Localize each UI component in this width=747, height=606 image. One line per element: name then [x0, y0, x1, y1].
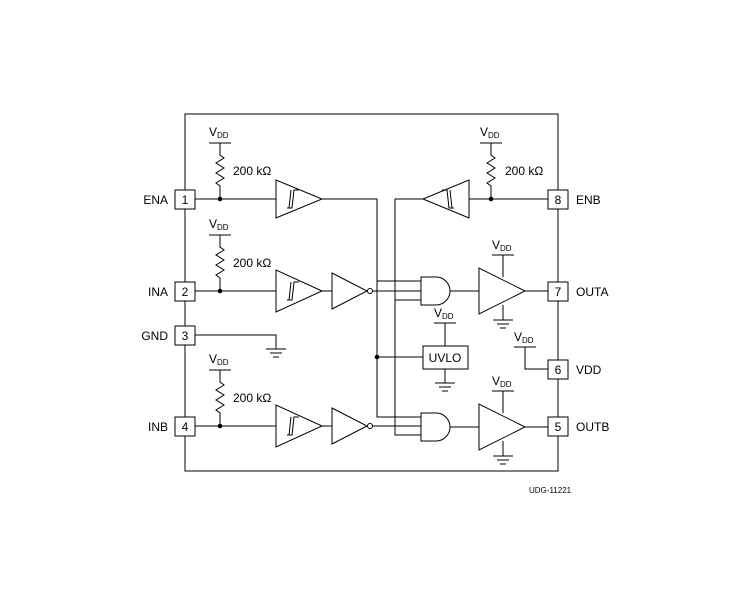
and-gate-b [420, 412, 451, 442]
ena-pullup: VDD 200 kΩ [209, 125, 271, 199]
node-ena [217, 196, 223, 202]
pin-5-number: 5 [555, 420, 562, 434]
node-inb [217, 423, 223, 429]
ground-icon-driver-b [493, 455, 513, 465]
wire-enb-to-and-b [394, 300, 421, 436]
node-uvlo [374, 354, 380, 360]
pin-6-name: VDD [576, 363, 602, 377]
pin-2-number: 2 [182, 285, 189, 299]
pin-7-name: OUTA [576, 285, 608, 299]
pin-3-gnd: 3 GND [141, 325, 196, 346]
uvlo-label: UVLO [429, 351, 462, 365]
enb-pullup: VDD 200 kΩ [480, 125, 543, 199]
node-enb [488, 196, 494, 202]
pin-1-number: 1 [182, 193, 189, 207]
inverter-ina [331, 272, 369, 310]
resistor-enb [486, 143, 496, 199]
pin-4-inb: 4 INB [148, 416, 196, 437]
pin-1-ena: 1 ENA [143, 189, 196, 210]
wire-vdd-pin6 [524, 347, 548, 370]
vdd-label-driver-a: VDD [492, 238, 512, 253]
resistor-ina [215, 235, 225, 291]
vdd-label-enb: VDD [480, 125, 500, 140]
pin-4-name: INB [148, 420, 168, 434]
resistor-value-inb: 200 kΩ [233, 391, 271, 405]
output-driver-b [478, 403, 527, 451]
inverter-bubble-ina [367, 288, 373, 294]
hysteresis-icon-ina-2 [288, 281, 292, 301]
schmitt-buffer-ina [275, 269, 324, 313]
resistor-inb [215, 370, 225, 426]
inb-pullup: VDD 200 kΩ [209, 352, 271, 426]
vdd-label-ina: VDD [209, 217, 229, 232]
resistor-value-ina: 200 kΩ [233, 256, 271, 270]
schmitt-buffer-inb [275, 404, 324, 448]
pin-7-number: 7 [555, 285, 562, 299]
vdd-label-inb: VDD [209, 352, 229, 367]
pin-3-number: 3 [182, 329, 189, 343]
ground-icon-driver-a [493, 319, 513, 329]
inverter-bubble-inb [367, 423, 373, 429]
pin-5-outb: 5 OUTB [547, 416, 609, 437]
resistor-value-ena: 200 kΩ [233, 164, 271, 178]
vdd-label-ena: VDD [209, 125, 229, 140]
figure-id: UDG-11221 [529, 486, 572, 495]
wire-gnd [195, 334, 277, 349]
pin-7-outa: 7 OUTA [547, 281, 608, 302]
resistor-ena [215, 143, 225, 199]
hysteresis-icon-ena-2 [288, 189, 292, 209]
vdd-label-pin6: VDD [514, 330, 534, 345]
pin-8-enb: 8 ENB [547, 189, 601, 210]
schmitt-buffer-ena [275, 179, 324, 219]
pin-6-number: 6 [555, 363, 562, 377]
node-ina [217, 288, 223, 294]
pin-1-name: ENA [143, 193, 168, 207]
vdd-label-uvlo: VDD [434, 306, 454, 321]
pin-8-number: 8 [555, 193, 562, 207]
pin-4-number: 4 [182, 420, 189, 434]
pin-2-ina: 2 INA [148, 281, 196, 302]
inverter-inb [331, 407, 369, 445]
wire-enb-to-and-a [394, 198, 423, 301]
wire-ena-to-and-b [376, 281, 421, 418]
ground-icon-uvlo [435, 382, 455, 392]
vdd-label-driver-b: VDD [492, 374, 512, 389]
pin-2-name: INA [148, 285, 168, 299]
pin-6-vdd: 6 VDD [547, 359, 602, 380]
ina-pullup: VDD 200 kΩ [209, 217, 271, 291]
hysteresis-icon-enb-2 [449, 189, 453, 209]
pin-3-name: GND [141, 329, 168, 343]
pin-5-name: OUTB [576, 420, 609, 434]
resistor-value-enb: 200 kΩ [505, 164, 543, 178]
pin-8-name: ENB [576, 193, 601, 207]
ground-icon-gnd-pin [266, 348, 286, 358]
and-gate-a [420, 276, 451, 306]
schmitt-buffer-enb [421, 179, 470, 219]
hysteresis-icon-inb-2 [288, 416, 292, 436]
wire-ena-to-and-a [322, 198, 421, 282]
output-driver-a [478, 267, 527, 315]
